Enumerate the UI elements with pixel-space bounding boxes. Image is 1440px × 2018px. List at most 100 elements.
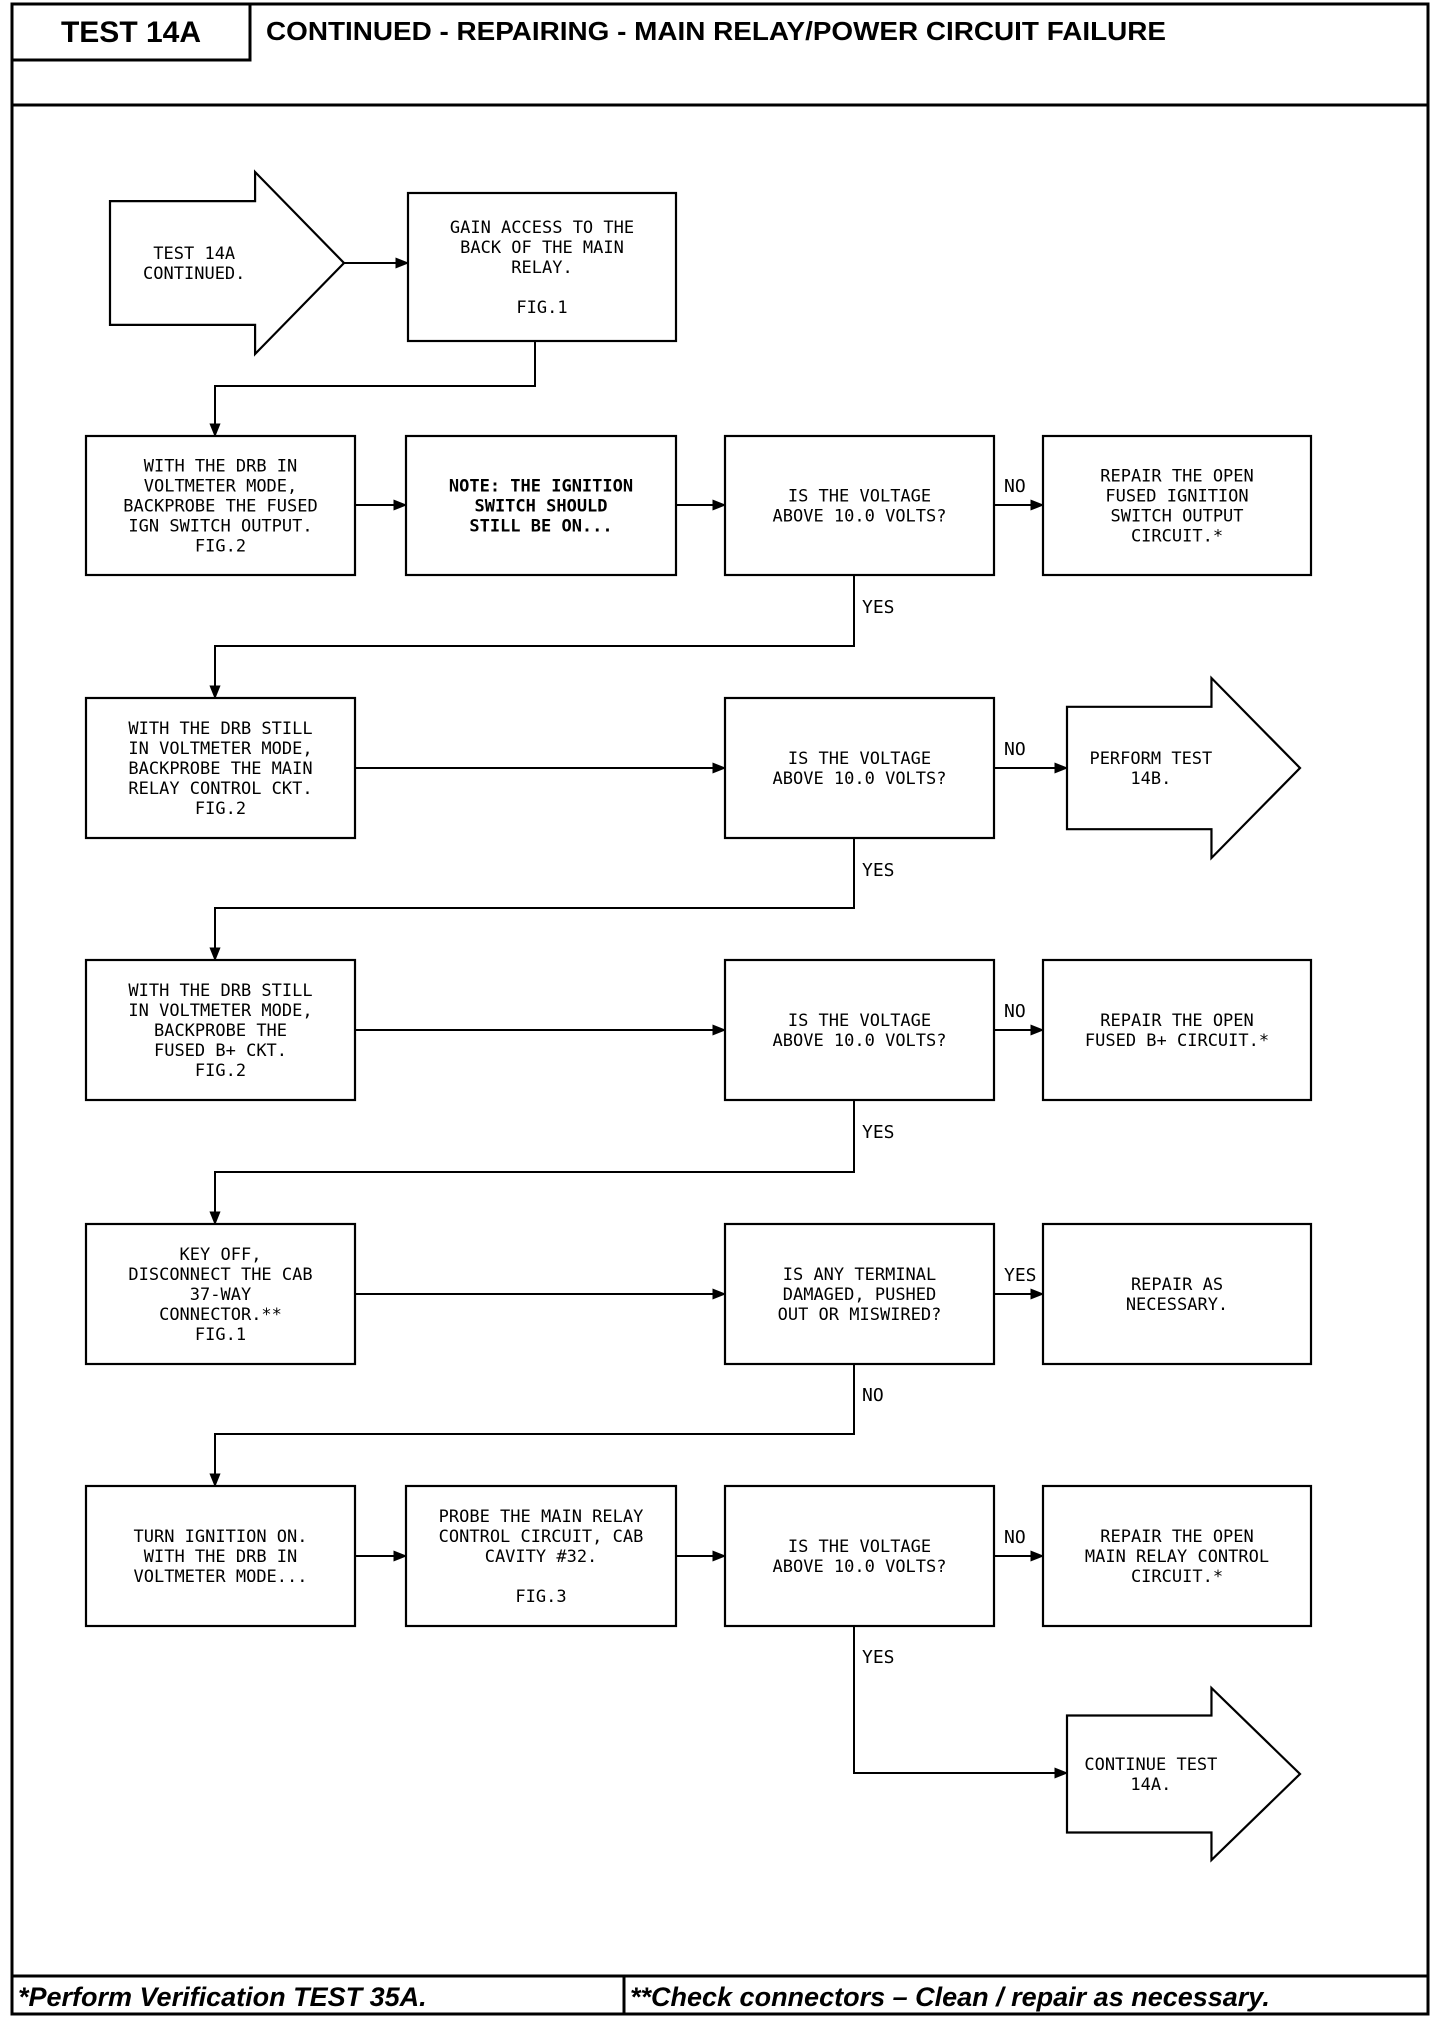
- node-note-ignition-line: STILL BE ON...: [469, 517, 612, 537]
- node-turn-ignition-on-shape: [84, 1484, 357, 1628]
- node-q-voltage-4-line: IS THE VOLTAGE: [788, 1537, 931, 1557]
- node-repair-ign-output-line: SWITCH OUTPUT: [1110, 507, 1243, 527]
- label-q2-no: NO: [1004, 739, 1026, 760]
- page-title: CONTINUED - REPAIRING - MAIN RELAY/POWER…: [266, 16, 1166, 46]
- node-repair-relay-ctrl-line: CIRCUIT.*: [1131, 1567, 1223, 1587]
- node-continue-14a-line: 14A.: [1130, 1775, 1171, 1795]
- node-backprobe-fused-b-line: WITH THE DRB STILL: [128, 981, 312, 1001]
- node-q-terminal-line: OUT OR MISWIRED?: [778, 1305, 942, 1325]
- node-repair-fused-b-shape: [1041, 958, 1313, 1102]
- node-q-terminal-shape: [723, 1222, 996, 1366]
- label-q1-no: NO: [1004, 476, 1026, 497]
- node-perform-14b-shape: [1065, 675, 1302, 861]
- node-repair-as-necessary-line: NECESSARY.: [1126, 1295, 1228, 1315]
- node-turn-ignition-on-line: TURN IGNITION ON.: [134, 1527, 308, 1547]
- node-q-voltage-4-shape: [723, 1484, 996, 1628]
- node-probe-cavity-shape: [404, 1484, 678, 1628]
- node-repair-fused-b-line: FUSED B+ CIRCUIT.*: [1085, 1031, 1269, 1051]
- label-q1-yes: YES: [862, 597, 895, 618]
- node-perform-14b-line: 14B.: [1130, 769, 1171, 789]
- node-q-voltage-2-shape: [723, 696, 996, 840]
- node-q-terminal-line: DAMAGED, PUSHED: [783, 1285, 937, 1305]
- node-q-voltage-2-line: IS THE VOLTAGE: [788, 749, 931, 769]
- footer-note-verification: *Perform Verification TEST 35A.: [18, 1982, 427, 2012]
- node-key-off-line: CONNECTOR.**: [159, 1305, 282, 1325]
- node-continue-14a-shape: [1065, 1685, 1302, 1863]
- node-backprobe-fused-b-line: FIG.2: [195, 1061, 246, 1081]
- node-repair-ign-output-line: REPAIR THE OPEN: [1100, 467, 1254, 487]
- node-backprobe-fused-b-line: FUSED B+ CKT.: [154, 1041, 287, 1061]
- node-key-off-line: 37-WAY: [190, 1285, 251, 1305]
- node-note-ignition-line: SWITCH SHOULD: [474, 497, 607, 517]
- arrow-gain-access-to-backprobe: [209, 341, 536, 438]
- branch-labels: NO YES NO YES NO YES YES NO NO YES: [862, 476, 1037, 1668]
- node-backprobe-relay-ctrl-shape: [84, 696, 357, 840]
- node-backprobe-fused-b-line: BACKPROBE THE: [154, 1021, 287, 1041]
- node-repair-ign-output-line: FUSED IGNITION: [1105, 487, 1248, 507]
- node-gain-access-line: GAIN ACCESS TO THE: [450, 218, 634, 238]
- node-repair-ign-output-line: CIRCUIT.*: [1131, 527, 1223, 547]
- node-repair-as-necessary-shape: [1041, 1222, 1313, 1366]
- test-id: TEST 14A: [61, 16, 201, 49]
- node-repair-relay-ctrl-shape: [1041, 1484, 1313, 1628]
- node-backprobe-relay-ctrl-line: WITH THE DRB STILL: [128, 719, 312, 739]
- arrow-terminal-q-no: [209, 1364, 855, 1488]
- label-q4-no: NO: [1004, 1527, 1026, 1548]
- node-backprobe-fused-ign-line: BACKPROBE THE FUSED: [123, 497, 317, 517]
- node-q-voltage-1-line: IS THE VOLTAGE: [788, 487, 931, 507]
- node-backprobe-fused-ign-line: VOLTMETER MODE,: [144, 477, 298, 497]
- node-q-voltage-3-line: IS THE VOLTAGE: [788, 1011, 931, 1031]
- footer-note-connectors: **Check connectors – Clean / repair as n…: [630, 1982, 1270, 2012]
- node-backprobe-relay-ctrl-line: BACKPROBE THE MAIN: [128, 759, 312, 779]
- node-q-voltage-1-shape: [723, 434, 996, 577]
- node-backprobe-relay-ctrl-line: RELAY CONTROL CKT.: [128, 779, 312, 799]
- node-continue-14a-line: CONTINUE TEST: [1084, 1755, 1217, 1775]
- node-turn-ignition-on: TURN IGNITION ON.WITH THE DRB INVOLTMETE…: [84, 1484, 357, 1628]
- header: TEST 14A CONTINUED - REPAIRING - MAIN RE…: [10, 2, 1428, 107]
- node-key-off-shape: [84, 1222, 357, 1366]
- node-key-off-line: FIG.1: [195, 1325, 246, 1345]
- label-q3-no: NO: [1004, 1001, 1026, 1022]
- node-q-terminal-line: IS ANY TERMINAL: [783, 1265, 937, 1285]
- arrow-q1-yes: [209, 575, 855, 700]
- node-repair-ign-output-shape: [1041, 434, 1313, 577]
- node-backprobe-fused-ign-line: FIG.2: [195, 537, 246, 557]
- label-terminal-q-yes: YES: [1004, 1265, 1037, 1286]
- node-probe-cavity-line: CAVITY #32.: [485, 1547, 598, 1567]
- node-q-voltage-3-line: ABOVE 10.0 VOLTS?: [773, 1031, 947, 1051]
- arrow-q3-yes: [209, 1100, 855, 1226]
- page-frame: [10, 2, 1430, 2016]
- node-backprobe-relay-ctrl-line: FIG.2: [195, 799, 246, 819]
- arrow-q2-yes: [209, 838, 855, 962]
- node-turn-ignition-on-line: VOLTMETER MODE...: [134, 1567, 308, 1587]
- label-q3-yes: YES: [862, 1122, 895, 1143]
- node-gain-access-line: FIG.1: [516, 298, 567, 318]
- node-q-voltage-3-shape: [723, 958, 996, 1102]
- node-backprobe-fused-b-line: IN VOLTMETER MODE,: [128, 1001, 312, 1021]
- node-key-off: KEY OFF,DISCONNECT THE CAB37-WAYCONNECTO…: [84, 1222, 357, 1366]
- node-q-voltage-1-line: ABOVE 10.0 VOLTS?: [773, 507, 947, 527]
- node-turn-ignition-on-line: WITH THE DRB IN: [144, 1547, 298, 1567]
- label-q4-yes: YES: [862, 1647, 895, 1668]
- node-backprobe-fused-ign-shape: [84, 434, 357, 577]
- node-key-off-line: DISCONNECT THE CAB: [128, 1265, 312, 1285]
- node-start-shape: [108, 169, 346, 357]
- node-repair-relay-ctrl-line: MAIN RELAY CONTROL: [1085, 1547, 1269, 1567]
- node-probe-cavity-line: PROBE THE MAIN RELAY: [439, 1507, 644, 1527]
- node-repair-as-necessary-line: REPAIR AS: [1131, 1275, 1223, 1295]
- node-repair-relay-ctrl-line: REPAIR THE OPEN: [1100, 1527, 1254, 1547]
- node-key-off-line: KEY OFF,: [180, 1245, 262, 1265]
- node-perform-14b-line: PERFORM TEST: [1089, 749, 1212, 769]
- node-start-line: CONTINUED.: [143, 264, 245, 284]
